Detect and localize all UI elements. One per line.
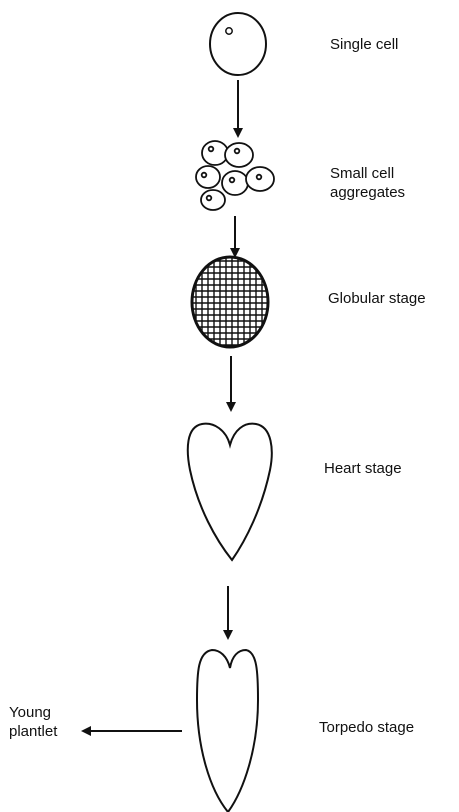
label-globular-stage: Globular stage xyxy=(328,289,426,308)
globular-stage-drawing xyxy=(190,255,270,350)
label-heart-stage: Heart stage xyxy=(324,459,402,478)
torpedo-stage-drawing xyxy=(197,650,258,812)
label-torpedo-stage: Torpedo stage xyxy=(319,718,414,737)
small-cell-aggregates-drawing xyxy=(196,141,274,210)
label-young-plantlet: Young plantlet xyxy=(9,703,57,741)
heart-stage-drawing xyxy=(188,424,272,560)
label-single-cell: Single cell xyxy=(330,35,398,54)
single-cell-drawing xyxy=(210,13,266,75)
label-small-cell-aggregates: Small cell aggregates xyxy=(330,164,405,202)
cell-nucleus xyxy=(226,28,232,34)
